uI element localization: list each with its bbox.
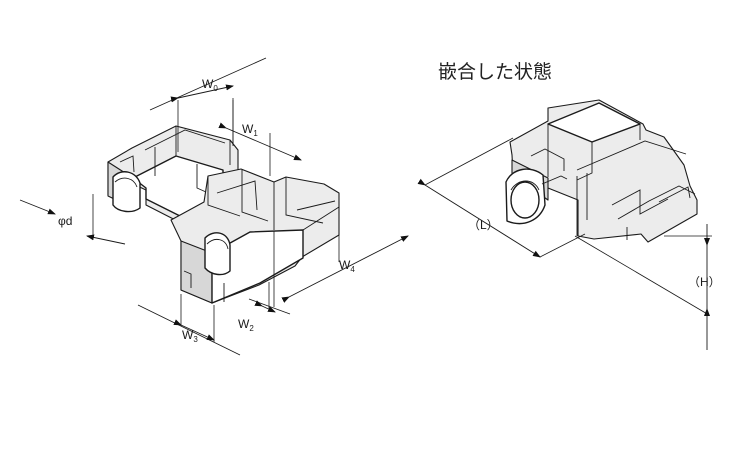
label-length: （L）: [468, 218, 499, 232]
label-w3: W3: [182, 328, 198, 344]
label-w0: W0: [202, 77, 218, 93]
label-phi-d: φd: [58, 214, 72, 228]
mated-part-drawing: 嵌合した状態: [417, 61, 721, 350]
mated-state-title: 嵌合した状態: [438, 61, 552, 83]
mated-part-dimensions: [417, 137, 712, 350]
open-part-dimensions: [19, 57, 409, 356]
label-w1: W1: [242, 122, 258, 138]
mated-connector: [505, 99, 698, 243]
label-height: （H）: [688, 275, 721, 289]
label-w4: W4: [339, 258, 355, 274]
label-w2: W2: [238, 317, 254, 333]
front-half-housing: [170, 168, 340, 304]
open-part-drawing: W0 W1 φd W3 W2 W4: [19, 57, 409, 356]
